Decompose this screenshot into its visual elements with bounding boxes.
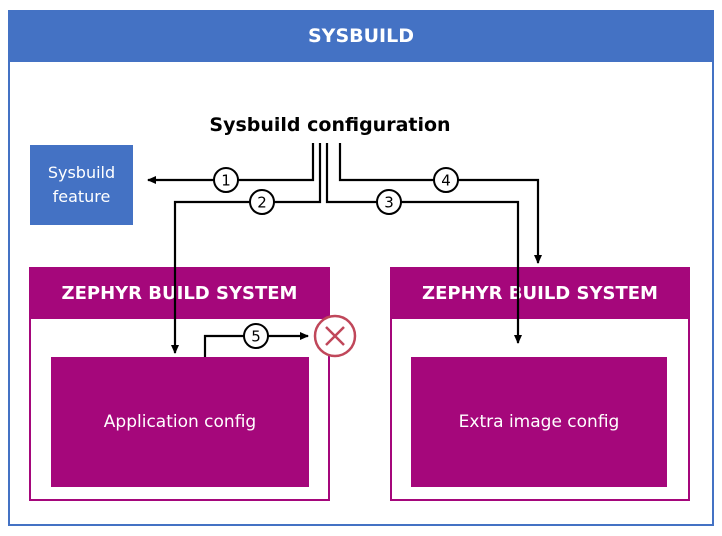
sysbuild-feature-box: Sysbuild feature [30, 145, 133, 225]
arrow-5 [203, 332, 309, 357]
step-5-label: 5 [251, 328, 261, 346]
step-3-label: 3 [384, 194, 394, 212]
arrow-1 [147, 143, 315, 184]
step-4-badge: 4 [433, 167, 459, 193]
step-3-badge: 3 [376, 189, 402, 215]
arrow-3 [325, 143, 522, 344]
step-1-label: 1 [221, 172, 231, 190]
x-circle-icon [313, 314, 357, 358]
sysbuild-feature-line2: feature [52, 187, 111, 206]
sysbuild-header: SYSBUILD [8, 10, 714, 62]
step-2-label: 2 [257, 194, 267, 212]
application-config-box: Application config [51, 357, 309, 487]
step-1-badge: 1 [213, 167, 239, 193]
sysbuild-feature-line1: Sysbuild [47, 163, 116, 182]
step-5-badge: 5 [243, 323, 269, 349]
sysbuild-configuration-label: Sysbuild configuration [209, 114, 451, 136]
step-2-badge: 2 [249, 189, 275, 215]
left-zephyr-title: ZEPHYR BUILD SYSTEM [29, 267, 330, 319]
extra-image-config-box: Extra image config [411, 357, 667, 487]
arrow-2 [171, 143, 322, 354]
step-4-label: 4 [441, 172, 451, 190]
right-zephyr-title: ZEPHYR BUILD SYSTEM [390, 267, 690, 319]
